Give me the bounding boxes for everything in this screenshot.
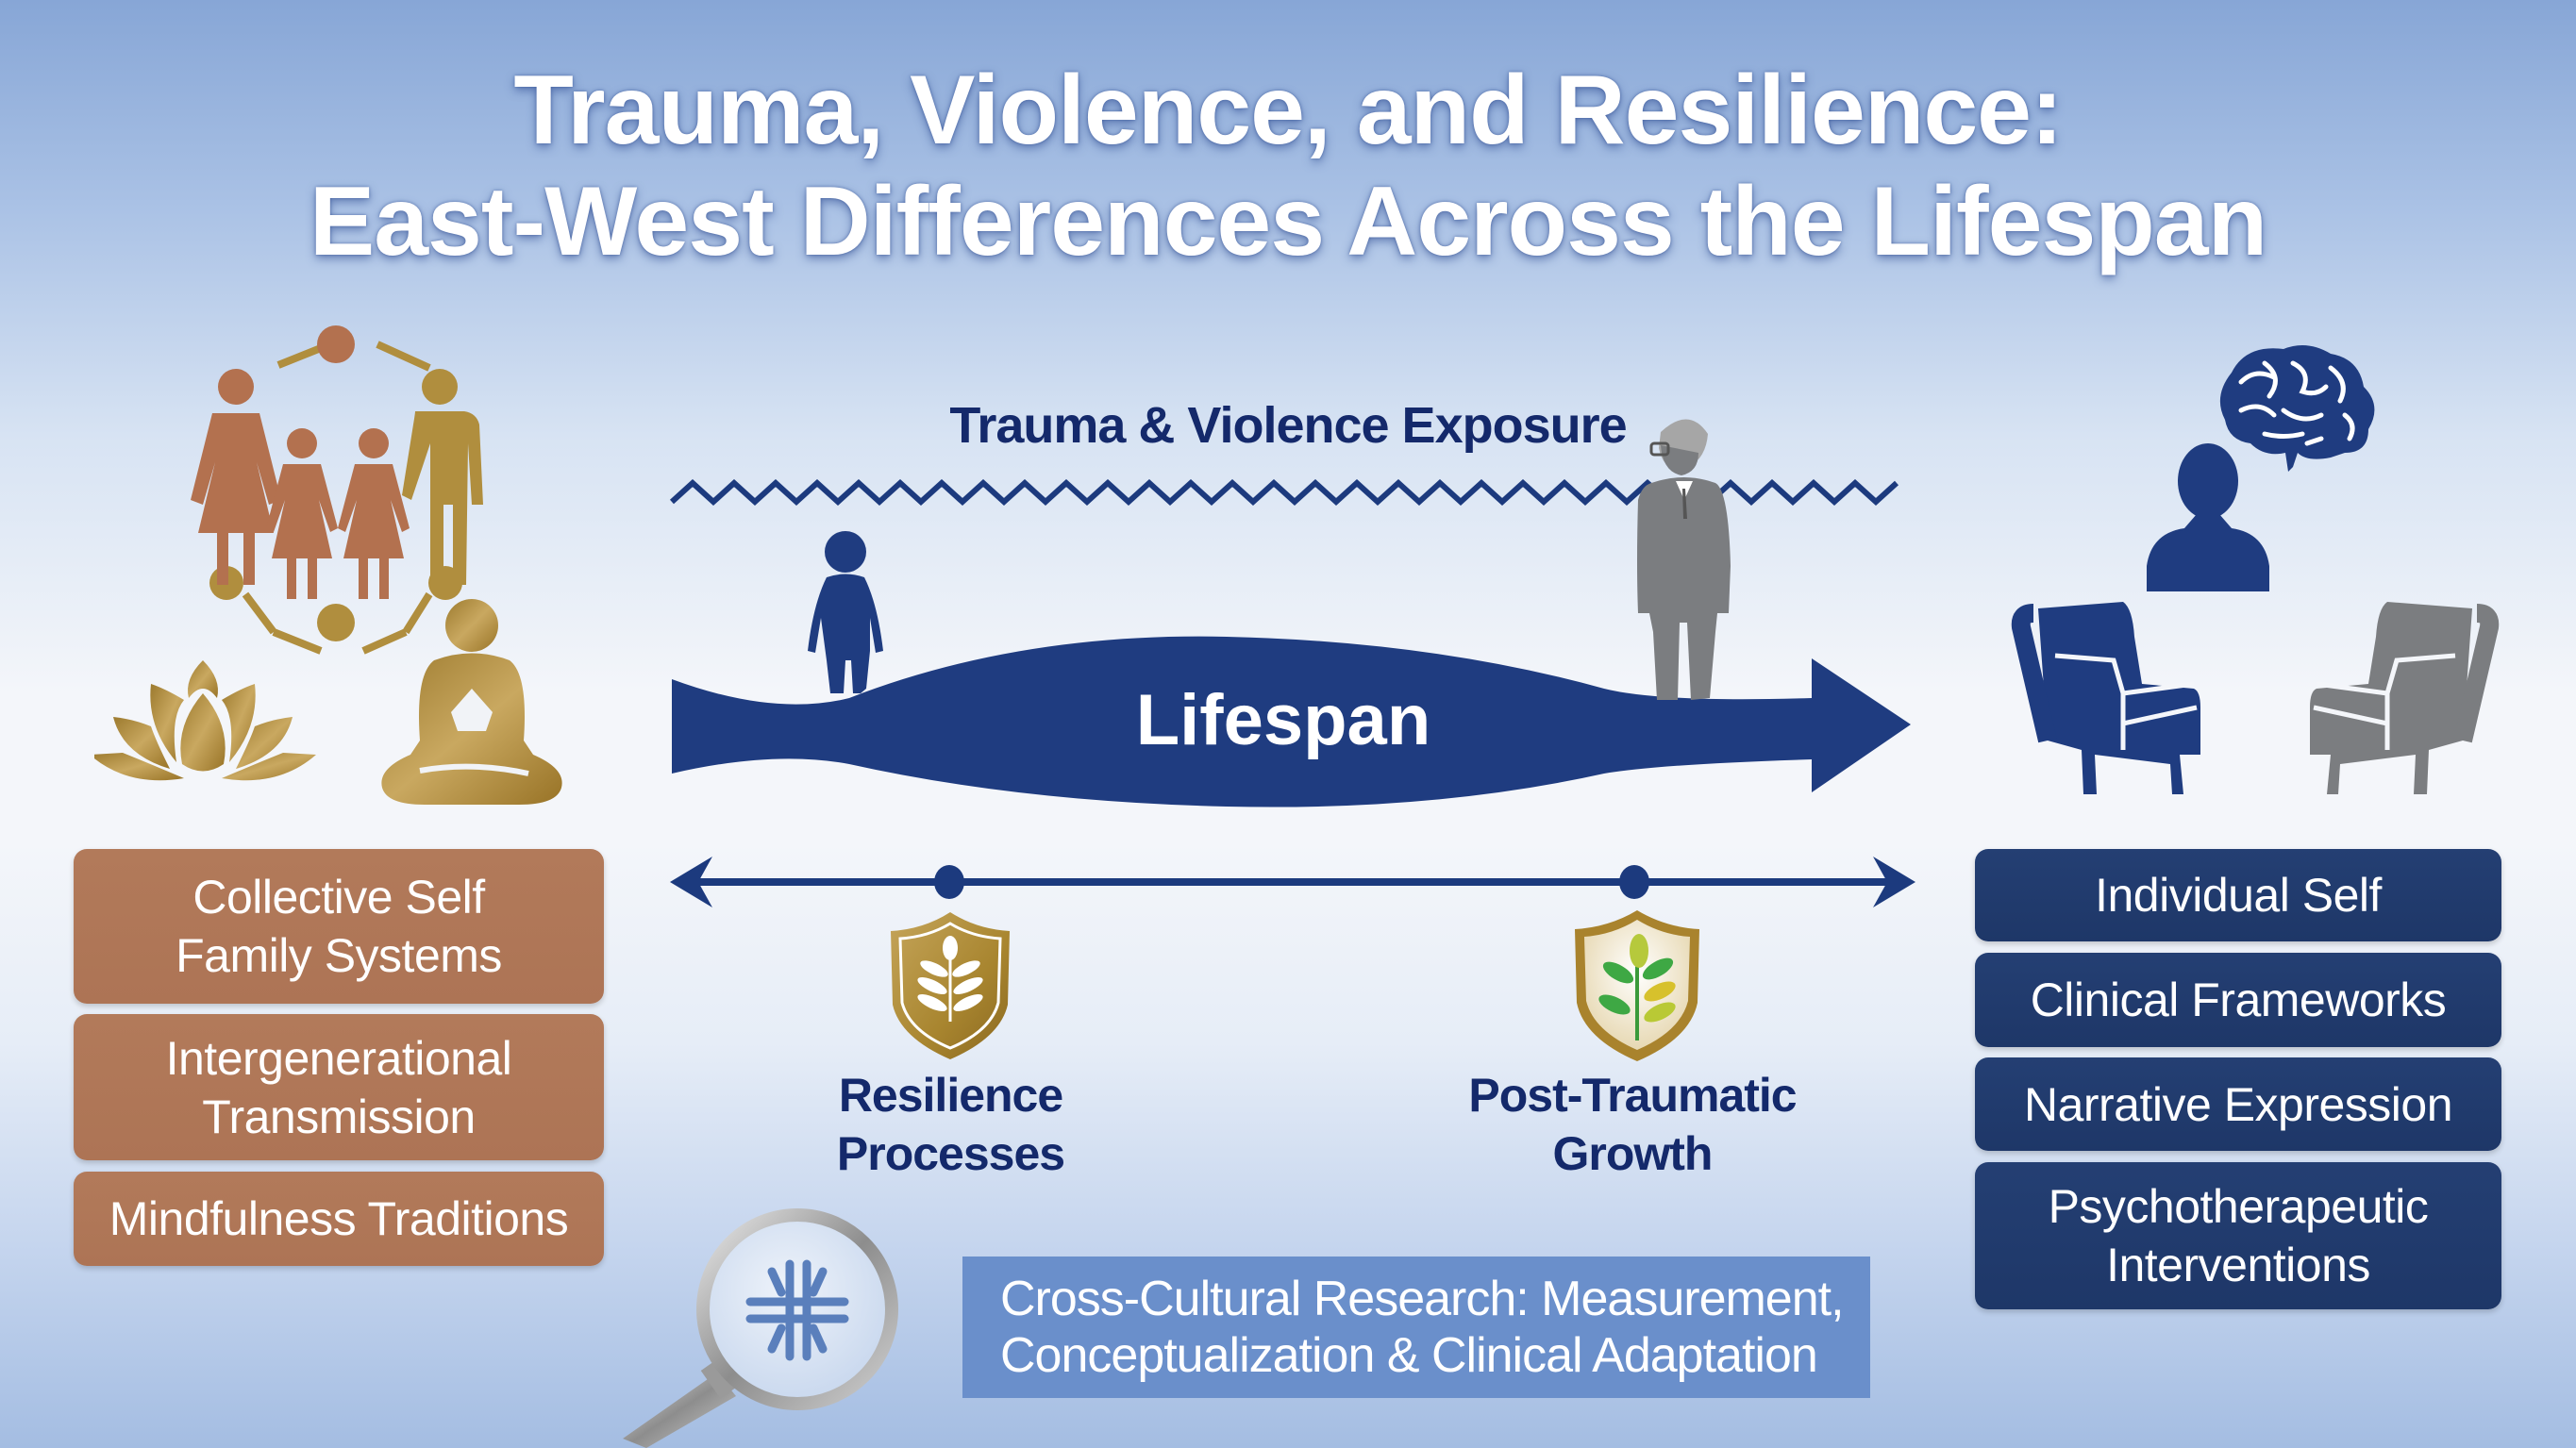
axis-right-arrowhead [1873, 857, 1915, 907]
east-item-line: Family Systems [176, 929, 502, 982]
node-label-line: Growth [1552, 1127, 1714, 1180]
west-item-clinical-frameworks: Clinical Frameworks [1975, 953, 2501, 1047]
west-item-line: Psychotherapeutic [2048, 1180, 2429, 1233]
node-label-line: Resilience [838, 1069, 1063, 1122]
person-bust-icon [2147, 443, 2269, 591]
lifespan-diagram [669, 419, 1911, 807]
east-item-line: Collective Self [192, 871, 485, 924]
page-title: Trauma, Violence, and Resilience: East-W… [0, 55, 2576, 277]
west-item-line: Individual Self [2095, 869, 2382, 922]
shield-sprout-icon [1575, 910, 1699, 1061]
west-item-narrative-expression: Narrative Expression [1975, 1057, 2501, 1151]
shield-wheat-icon [891, 912, 1010, 1059]
east-item-intergenerational: Intergenerational Transmission [74, 1014, 604, 1160]
node-label-growth: Post-Traumatic Growth [1444, 1066, 1821, 1183]
resilience-axis-arrow [670, 857, 1915, 907]
east-item-line: Mindfulness Traditions [109, 1192, 569, 1245]
brain-icon [2219, 345, 2375, 472]
cross-cultural-emblem-icon [745, 1259, 849, 1361]
title-line-1: Trauma, Violence, and Resilience: [513, 56, 2063, 165]
node-label-resilience: Resilience Processes [783, 1066, 1118, 1183]
research-banner: Cross-Cultural Research: Measurement, Co… [962, 1257, 1870, 1398]
family-circle-icon [191, 325, 483, 655]
west-item-line: Interventions [2106, 1239, 2370, 1291]
east-icon-group [94, 325, 562, 805]
west-item-individual-self: Individual Self [1975, 849, 2501, 941]
research-line: Conceptualization & Clinical Adaptation [1000, 1328, 1818, 1383]
exposure-label: Trauma & Violence Exposure [949, 397, 1627, 454]
lotus-icon [94, 660, 316, 781]
title-line-2: East-West Differences Across the Lifespa… [309, 167, 2267, 276]
node-label-line: Post-Traumatic [1468, 1069, 1797, 1122]
armchair-icon [2011, 602, 2200, 794]
east-item-line: Intergenerational [165, 1031, 512, 1085]
axis-left-arrowhead [670, 857, 712, 907]
meditating-person-icon [381, 599, 562, 805]
west-icon-group [2011, 345, 2500, 794]
node-label-line: Processes [836, 1127, 1065, 1180]
child-figure-icon [808, 531, 883, 693]
axis-node-growth [1619, 865, 1649, 899]
east-item-mindfulness: Mindfulness Traditions [74, 1172, 604, 1266]
research-line: Cross-Cultural Research: Measurement, [1000, 1272, 1845, 1326]
lifespan-label: Lifespan [1135, 680, 1431, 760]
elder-figure-icon [1637, 419, 1731, 700]
east-item-line: Transmission [202, 1090, 476, 1143]
west-item-psychotherapeutic: Psychotherapeutic Interventions [1975, 1162, 2501, 1309]
west-item-line: Narrative Expression [2023, 1077, 2453, 1131]
lifespan-arrow [672, 636, 1911, 807]
armchair-icon-gray [2310, 602, 2500, 794]
magnifying-glass-icon [623, 1208, 898, 1448]
axis-node-resilience [934, 865, 964, 899]
east-item-collective-self: Collective Self Family Systems [74, 849, 604, 1004]
west-item-line: Clinical Frameworks [2030, 974, 2447, 1026]
